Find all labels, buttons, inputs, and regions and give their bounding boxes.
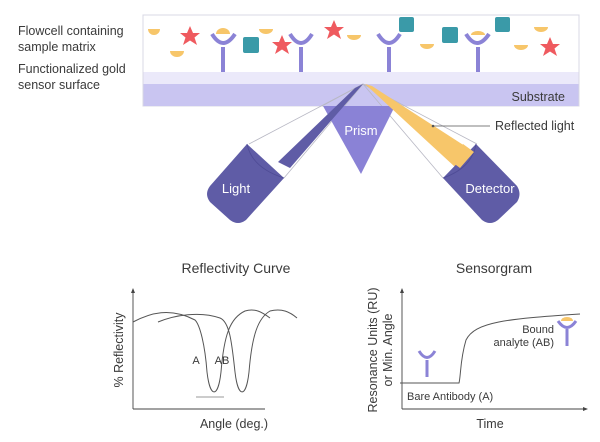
- y-axis-arrow: [400, 288, 404, 293]
- flowcell-label-line2: sample matrix: [18, 40, 96, 54]
- bare-antibody-icon: [417, 350, 437, 377]
- curve-ab: [157, 309, 298, 393]
- gold-label-line1: Functionalized gold: [18, 62, 126, 76]
- star-icon: [324, 20, 344, 39]
- light-source: [207, 143, 285, 223]
- sensorgram-curve: [400, 313, 581, 384]
- reflectivity-ylabel: % Reflectivity: [112, 312, 126, 388]
- star-icon: [272, 35, 292, 54]
- y-axis-arrow: [131, 288, 135, 293]
- square-molecule-icon: [442, 27, 458, 43]
- detector-label: Detector: [465, 181, 515, 196]
- light-label: Light: [222, 181, 251, 196]
- star-icon: [540, 37, 560, 56]
- sensorgram-chart: Sensorgram Resonance Units (RU) or Min. …: [366, 260, 588, 431]
- antibody-icon: [376, 32, 402, 72]
- substrate-layer: [143, 84, 579, 106]
- x-axis-arrow: [583, 407, 588, 411]
- square-molecule-icon: [399, 17, 414, 32]
- analyte-icon: [170, 51, 184, 57]
- reflected-light-label: Reflected light: [495, 119, 575, 133]
- analyte-icon: [347, 35, 361, 40]
- analyte-icon: [259, 29, 273, 34]
- sensorgram-ylabel-line1: Resonance Units (RU): [366, 287, 380, 412]
- curve-a: [132, 309, 271, 393]
- analyte-icon: [420, 44, 434, 49]
- analyte-icon: [471, 31, 485, 35]
- antibody-icon: [288, 32, 314, 72]
- curve-ab-label: AB: [215, 355, 230, 367]
- curve-a-label: A: [192, 355, 200, 367]
- sensorgram-ylabel-line2: or Min. Angle: [381, 313, 395, 386]
- gold-surface-label: Functionalized gold sensor surface: [18, 61, 126, 93]
- reflected-beam-end: [452, 144, 474, 168]
- reflectivity-chart: Reflectivity Curve A AB % Reflectivity A…: [112, 260, 298, 431]
- reflected-beam: [365, 84, 468, 167]
- star-icon: [180, 26, 200, 45]
- analyte-icon: [534, 27, 548, 32]
- antibody-icon: [464, 32, 491, 72]
- bound-antibody-icon: [556, 317, 578, 346]
- sensorgram-xlabel: Time: [476, 417, 503, 431]
- prism: [323, 106, 395, 174]
- gold-layer: [143, 72, 579, 84]
- analyte-icon: [514, 45, 528, 50]
- antibody-icon: [210, 32, 237, 72]
- bare-antibody-label: Bare Antibody (A): [407, 391, 493, 403]
- incident-beam: [278, 84, 363, 168]
- pointer-dot: [431, 124, 435, 128]
- gold-label-line2: sensor surface: [18, 78, 100, 92]
- reflectivity-title: Reflectivity Curve: [182, 260, 291, 276]
- square-molecule-icon: [243, 37, 259, 53]
- prism-label: Prism: [344, 123, 377, 138]
- bound-analyte-label-line2: analyte (AB): [493, 337, 554, 349]
- reflectivity-xlabel: Angle (deg.): [200, 417, 268, 431]
- flowcell-label-line1: Flowcell containing: [18, 24, 124, 38]
- analyte-icon: [148, 29, 160, 35]
- sensorgram-title: Sensorgram: [456, 260, 532, 276]
- analyte-icon: [216, 28, 230, 34]
- flowcell-label: Flowcell containing sample matrix: [18, 23, 124, 55]
- substrate-label: Substrate: [511, 90, 565, 104]
- square-molecule-icon: [495, 17, 510, 32]
- bound-analyte-label-line1: Bound: [522, 324, 554, 336]
